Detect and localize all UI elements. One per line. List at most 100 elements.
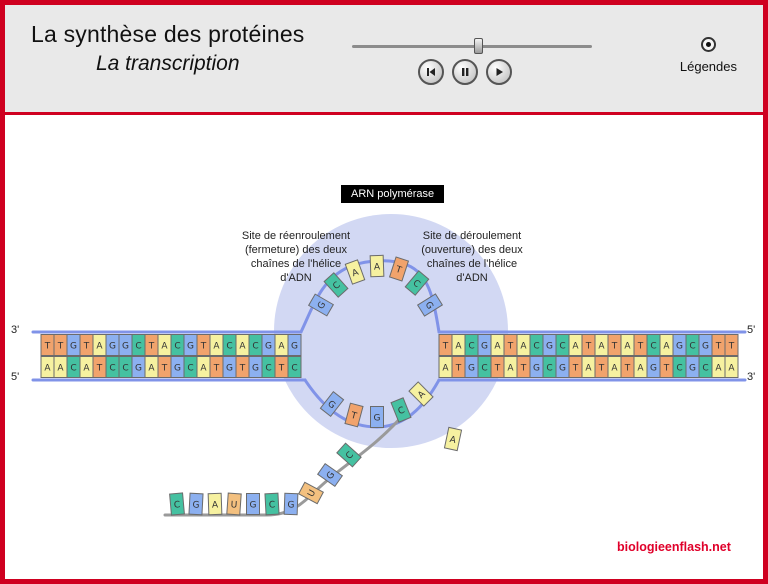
- svg-text:A: A: [624, 342, 631, 352]
- svg-text:C: C: [702, 364, 708, 374]
- svg-text:G: G: [650, 364, 657, 374]
- base-A: A: [594, 334, 609, 356]
- base-T: T: [274, 356, 289, 378]
- rewind-button[interactable]: [418, 59, 444, 85]
- svg-text:A: A: [728, 364, 735, 374]
- svg-text:C: C: [676, 364, 682, 374]
- base-G: G: [370, 406, 384, 428]
- play-button[interactable]: [486, 59, 512, 85]
- base-T: T: [144, 334, 159, 356]
- base-A: A: [490, 334, 505, 356]
- annotation-line: d'ADN: [280, 272, 312, 284]
- base-G: G: [307, 293, 335, 317]
- svg-text:C: C: [109, 364, 115, 374]
- watermark[interactable]: biologieenflash.net: [617, 540, 731, 554]
- base-C: C: [169, 492, 185, 516]
- svg-text:T: T: [148, 342, 155, 352]
- svg-text:C: C: [187, 364, 193, 374]
- svg-text:G: G: [109, 342, 116, 352]
- timeline-slider[interactable]: [352, 38, 592, 55]
- base-T: T: [196, 334, 211, 356]
- base-T: T: [620, 356, 635, 378]
- pause-button[interactable]: [452, 59, 478, 85]
- svg-text:T: T: [585, 342, 592, 352]
- base-T: T: [451, 356, 466, 378]
- base-T: T: [344, 402, 364, 428]
- svg-text:C: C: [481, 364, 487, 374]
- strand-label-5prime-right: 5': [747, 324, 756, 336]
- svg-text:G: G: [252, 364, 259, 374]
- title-block: La synthèse des protéines La transcripti…: [31, 21, 305, 76]
- annotation-line: Site de réenroulement: [241, 230, 351, 242]
- svg-text:C: C: [135, 342, 141, 352]
- svg-text:A: A: [44, 364, 51, 374]
- base-G: G: [698, 334, 713, 356]
- base-C: C: [323, 272, 349, 298]
- page-subtitle: La transcription: [95, 52, 240, 75]
- base-T: T: [490, 356, 505, 378]
- base-T: T: [633, 334, 648, 356]
- base-C: C: [183, 356, 198, 378]
- base-C: C: [464, 334, 479, 356]
- svg-text:C: C: [226, 342, 232, 352]
- base-G: G: [319, 391, 345, 417]
- svg-text:C: C: [533, 342, 539, 352]
- legend-label[interactable]: Légendes: [679, 59, 737, 74]
- base-T: T: [40, 334, 55, 356]
- svg-text:C: C: [410, 278, 421, 290]
- svg-text:C: C: [331, 280, 342, 292]
- svg-text:T: T: [239, 364, 246, 374]
- svg-text:C: C: [546, 364, 552, 374]
- base-C: C: [105, 356, 120, 378]
- svg-text:U: U: [306, 488, 318, 499]
- svg-text:A: A: [663, 342, 670, 352]
- svg-text:C: C: [650, 342, 656, 352]
- base-C: C: [222, 334, 237, 356]
- base-G: G: [542, 334, 557, 356]
- base-A: A: [408, 381, 434, 407]
- base-U: U: [298, 481, 324, 505]
- svg-text:T: T: [520, 364, 527, 374]
- legend-radio[interactable]: [700, 37, 716, 52]
- base-C: C: [170, 334, 185, 356]
- page-title: La synthèse des protéines: [31, 21, 305, 47]
- base-A: A: [92, 334, 107, 356]
- base-C: C: [118, 356, 133, 378]
- svg-text:G: G: [135, 364, 142, 374]
- base-G: G: [248, 356, 263, 378]
- slider-thumb[interactable]: [474, 38, 484, 54]
- svg-text:A: A: [442, 364, 449, 374]
- strand-label-3prime-right: 3': [747, 371, 756, 383]
- base-T: T: [388, 256, 410, 282]
- base-A: A: [620, 334, 635, 356]
- base-G: G: [170, 356, 185, 378]
- svg-text:G: G: [689, 364, 696, 374]
- svg-text:T: T: [598, 364, 605, 374]
- svg-text:C: C: [122, 364, 128, 374]
- strand-label-3prime-left: 3': [11, 324, 20, 336]
- svg-text:G: G: [468, 364, 475, 374]
- svg-text:C: C: [269, 500, 276, 510]
- svg-text:G: G: [374, 414, 381, 424]
- svg-text:G: G: [546, 342, 553, 352]
- base-A: A: [79, 356, 94, 378]
- annotation-line: chaînes de l'hélice: [250, 258, 342, 270]
- playback-controls: [418, 59, 512, 85]
- slider-track[interactable]: [352, 45, 592, 48]
- svg-text:C: C: [689, 342, 695, 352]
- svg-text:T: T: [57, 342, 64, 352]
- svg-text:G: G: [250, 501, 257, 511]
- svg-text:T: T: [393, 265, 403, 277]
- base-U: U: [226, 492, 242, 516]
- annotation-line: (ouverture) des deux: [421, 244, 523, 256]
- base-C: C: [685, 334, 700, 356]
- svg-text:T: T: [455, 364, 462, 374]
- base-G: G: [464, 356, 479, 378]
- svg-text:T: T: [161, 364, 168, 374]
- svg-text:A: A: [520, 342, 527, 352]
- svg-text:T: T: [637, 342, 644, 352]
- svg-text:A: A: [213, 342, 220, 352]
- svg-text:A: A: [239, 342, 246, 352]
- annotation-line: chaînes de l'hélice: [426, 258, 518, 270]
